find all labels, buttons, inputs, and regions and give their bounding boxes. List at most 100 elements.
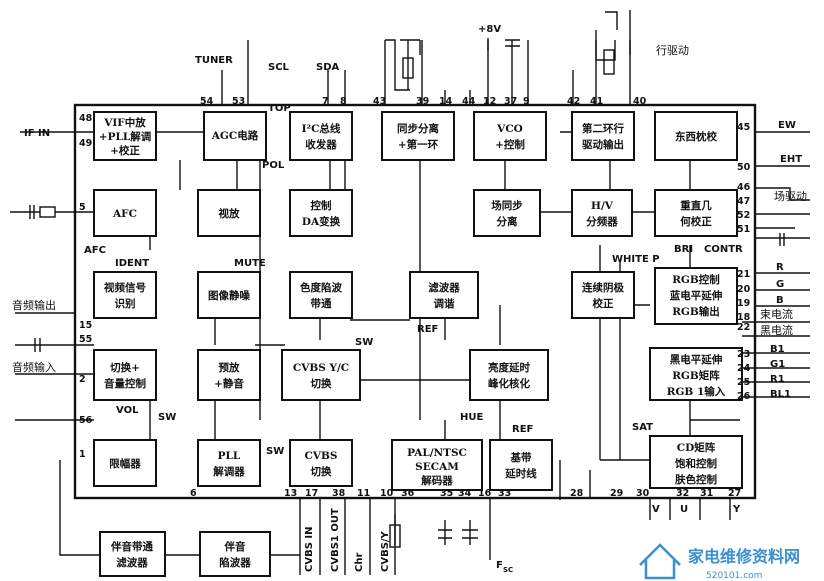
watermark: 家电维修资料网 520101.com — [639, 543, 800, 581]
block-rgb-matrix: 黑电平延伸 RGB矩阵 RGB 1输入 — [649, 347, 743, 401]
svg-text:解调器: 解调器 — [212, 465, 245, 478]
svg-text:520101.com: 520101.com — [706, 571, 762, 581]
block-filter-tune: 滤波器 调谐 — [409, 271, 479, 319]
svg-text:音频输出: 音频输出 — [12, 298, 56, 312]
svg-text:BL1: BL1 — [770, 389, 791, 400]
svg-text:AFC: AFC — [84, 245, 106, 256]
svg-text:27: 27 — [728, 488, 741, 499]
svg-text:VIF中放: VIF中放 — [103, 116, 146, 129]
block-cvbs-switch: CVBS 切换 — [289, 439, 353, 487]
svg-text:11: 11 — [357, 488, 370, 499]
svg-text:B1: B1 — [770, 344, 785, 355]
svg-text:切换+: 切换+ — [110, 361, 140, 374]
svg-text:51: 51 — [737, 224, 750, 235]
svg-text:38: 38 — [332, 488, 346, 499]
svg-text:49: 49 — [79, 138, 92, 149]
svg-text:42: 42 — [567, 96, 580, 107]
svg-text:17: 17 — [305, 488, 318, 499]
svg-text:束电流: 束电流 — [760, 307, 793, 321]
svg-text:MUTE: MUTE — [234, 258, 266, 269]
svg-text:SW: SW — [355, 337, 373, 348]
svg-text:U: U — [680, 504, 688, 515]
block-vsync-sep: 场同步 分离 — [473, 189, 541, 237]
svg-text:延时线: 延时线 — [504, 467, 537, 480]
svg-text:33: 33 — [498, 488, 511, 499]
svg-text:BRI: BRI — [674, 244, 693, 255]
svg-text:蓝电平延伸: 蓝电平延伸 — [670, 289, 723, 302]
svg-text:收发器: 收发器 — [305, 138, 337, 151]
block-video-det: 视放 — [197, 189, 261, 237]
block-second-loop: 第二环行 驱动输出 — [571, 111, 635, 161]
svg-text:RGB控制: RGB控制 — [672, 273, 720, 286]
svg-text:校正: 校正 — [593, 297, 614, 310]
svg-text:Chr: Chr — [354, 553, 365, 572]
svg-text:分频器: 分频器 — [586, 215, 618, 228]
svg-text:POL: POL — [262, 160, 285, 171]
svg-text:TOP: TOP — [268, 103, 291, 114]
svg-text:CVBS1 OUT: CVBS1 OUT — [330, 508, 341, 572]
house-icon — [639, 543, 681, 580]
svg-text:+8V: +8V — [478, 24, 501, 35]
block-hv-div: H/V 分频器 — [571, 189, 633, 237]
svg-text:SW: SW — [266, 446, 284, 457]
svg-text:H/V: H/V — [591, 200, 614, 212]
svg-text:行驱动: 行驱动 — [656, 44, 689, 57]
svg-text:G1: G1 — [770, 359, 785, 370]
svg-text:AFC: AFC — [112, 208, 137, 220]
svg-text:R1: R1 — [770, 374, 785, 385]
block-ctrl-da: 控制 DA变换 — [289, 189, 353, 237]
svg-text:东西枕校: 东西枕校 — [675, 130, 717, 143]
block-sync: 同步分离 +第一环 — [381, 111, 455, 161]
svg-text:滤波器: 滤波器 — [428, 281, 460, 294]
svg-text:TUNER: TUNER — [195, 55, 233, 66]
svg-text:HUE: HUE — [460, 412, 483, 423]
svg-text:视放: 视放 — [219, 207, 240, 220]
ic-outline — [73, 103, 757, 500]
svg-text:26: 26 — [737, 391, 751, 402]
svg-text:44: 44 — [462, 96, 476, 107]
svg-text:IF IN: IF IN — [24, 128, 50, 139]
svg-text:19: 19 — [737, 298, 750, 309]
svg-text:20: 20 — [737, 284, 751, 295]
block-pll-demod: PLL 解调器 — [197, 439, 261, 487]
svg-text:Y: Y — [732, 504, 741, 515]
svg-text:陷波器: 陷波器 — [219, 556, 251, 569]
signal-labels: TUNER SCL SDA +8V 行驱动 IF IN TOP POL AFC … — [12, 24, 807, 574]
svg-text:控制: 控制 — [311, 199, 332, 212]
svg-text:+控制: +控制 — [495, 138, 525, 151]
block-ident: 视频信号 识别 — [93, 271, 157, 319]
svg-text:场驱动: 场驱动 — [774, 189, 807, 203]
svg-text:+第一环: +第一环 — [398, 138, 439, 151]
svg-text:2: 2 — [79, 374, 86, 385]
svg-text:1: 1 — [79, 449, 86, 460]
svg-text:REF: REF — [417, 324, 438, 335]
svg-text:15: 15 — [79, 320, 92, 331]
svg-text:41: 41 — [590, 96, 603, 107]
svg-text:EHT: EHT — [780, 154, 802, 165]
svg-text:25: 25 — [737, 377, 750, 388]
svg-text:SW: SW — [158, 412, 176, 423]
svg-text:12: 12 — [483, 96, 496, 107]
svg-text:SECAM: SECAM — [415, 461, 459, 473]
block-switch-vol: 切换+ 音量控制 — [93, 349, 157, 401]
svg-text:CVBS: CVBS — [305, 450, 338, 462]
svg-text:REF: REF — [512, 424, 533, 435]
block-sound-bpf: 伴音带通 滤波器 — [99, 531, 166, 577]
svg-text:+PLL解调: +PLL解调 — [99, 130, 151, 143]
svg-text:黑电流: 黑电流 — [760, 323, 793, 337]
svg-text:CVBS/Y: CVBS/Y — [380, 530, 391, 572]
svg-text:35: 35 — [440, 488, 453, 499]
svg-text:56: 56 — [79, 415, 93, 426]
svg-text:AGC电路: AGC电路 — [211, 129, 259, 142]
function-blocks: VIF中放 +PLL解调 +校正 AGC电路 I²C总线 收发器 同步分离 +第… — [93, 111, 743, 577]
svg-text:色度陷波: 色度陷波 — [300, 281, 342, 294]
svg-text:B: B — [776, 295, 784, 306]
svg-text:34: 34 — [458, 488, 472, 499]
svg-text:21: 21 — [737, 269, 750, 280]
svg-text:R: R — [776, 262, 784, 273]
svg-text:48: 48 — [79, 113, 93, 124]
svg-text:28: 28 — [570, 488, 584, 499]
svg-text:音量控制: 音量控制 — [104, 377, 146, 390]
svg-text:峰化核化: 峰化核化 — [488, 377, 530, 390]
svg-text:EW: EW — [778, 120, 796, 131]
